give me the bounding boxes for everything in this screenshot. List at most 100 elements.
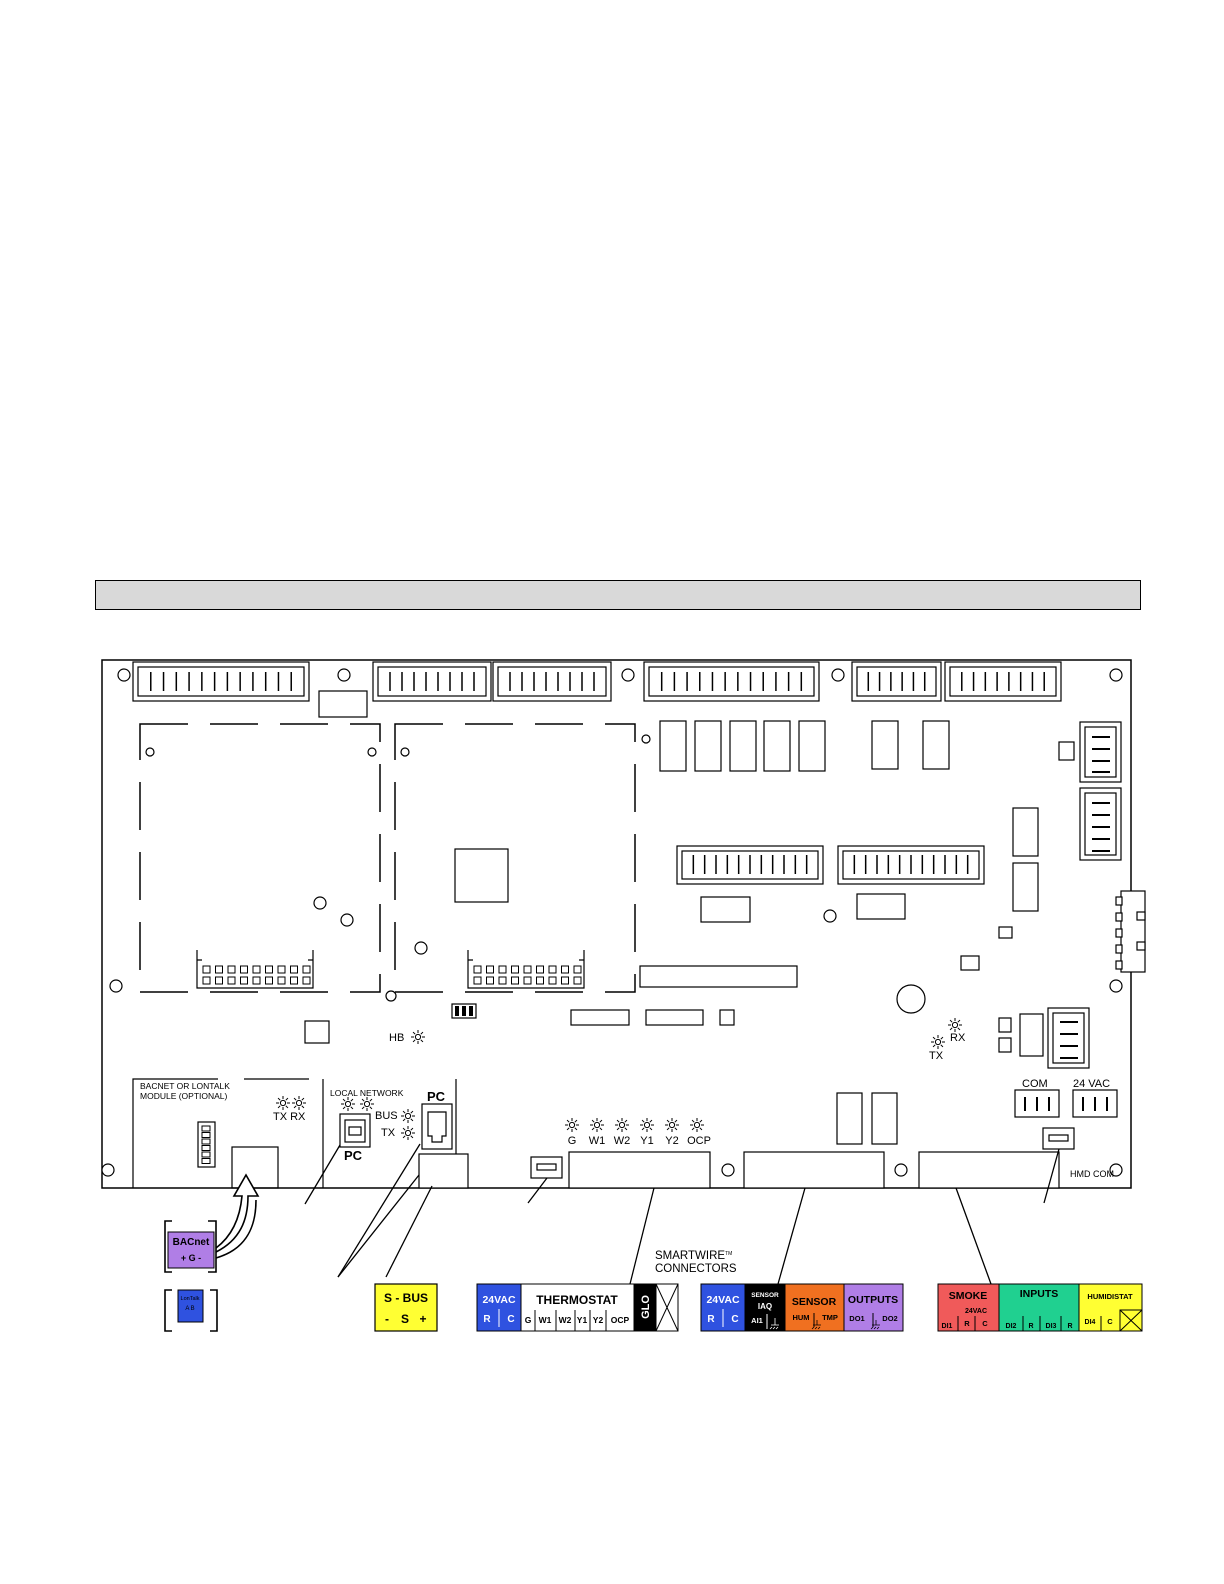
module-pin (201, 1145, 211, 1151)
ribbon-header-pins (202, 965, 582, 985)
header-pin (302, 976, 311, 985)
sbus-title: S - BUS (384, 1291, 428, 1305)
lontalk-title: LonTalk (181, 1296, 200, 1302)
iaq-sensor-title: SENSOR (751, 1292, 779, 1299)
smartwire-label-line2: CONNECTORS (655, 1263, 737, 1275)
led-icon (665, 1118, 679, 1132)
header-pin (227, 965, 236, 974)
led-icon (276, 1096, 290, 1110)
lontalk-pins: A B (185, 1306, 194, 1312)
led-icon (401, 1109, 415, 1123)
inputs-title: INPUTS (1020, 1288, 1059, 1300)
led-icon (615, 1118, 629, 1132)
sbus-pin-minus: - (385, 1312, 389, 1326)
bacnet-header-pins (201, 1125, 211, 1164)
led-icon (690, 1118, 704, 1132)
header-pin (277, 976, 286, 985)
header-pin (265, 976, 273, 985)
bacnet-pins: + G - (181, 1253, 201, 1263)
header-pin (536, 976, 544, 985)
bacnet-bracket (164, 1220, 217, 1273)
header-pin (561, 976, 569, 985)
sbus-connector (374, 1283, 438, 1332)
led-icon (565, 1118, 579, 1132)
inputs-pin-r2: R (1067, 1323, 1072, 1330)
header-pin (523, 965, 532, 974)
right-connector-pins (1060, 736, 1110, 1059)
sbus-pin-plus: + (419, 1312, 426, 1326)
header-pin (202, 965, 211, 974)
rj-pc-label: PC (427, 1089, 446, 1104)
mid-terminal-pins (692, 855, 969, 874)
smoke-pin-c: C (982, 1319, 988, 1328)
outputs-title: OUTPUTS (848, 1294, 898, 1306)
smoke-pin-di1: DI1 (942, 1323, 953, 1330)
thermostat-connector (476, 1283, 679, 1332)
hmd-jumper (1042, 1127, 1075, 1150)
led-icon (931, 1035, 945, 1049)
humidistat-title: HUMIDISTAT (1087, 1292, 1133, 1301)
usb-pc-port[interactable] (339, 1113, 371, 1148)
thermostat-power-pin-r: R (483, 1314, 491, 1325)
header-pin (511, 976, 519, 985)
jumper-left (530, 1156, 563, 1179)
smartwire-board-connectors (568, 1151, 1060, 1189)
sensor-pin-tmp: TMP (822, 1313, 838, 1322)
sensor-power-pin-r: R (707, 1314, 715, 1325)
led-indicators (276, 1018, 962, 1140)
led-label-w1: W1 (589, 1135, 606, 1147)
module-pin (201, 1125, 211, 1132)
thermostat-pin-ocp: OCP (611, 1315, 630, 1325)
inputs-pin-di3: DI3 (1046, 1323, 1057, 1330)
thermostat-power-pin-c: C (507, 1314, 514, 1325)
bacnet-module-label-2: MODULE (OPTIONAL) (140, 1091, 228, 1101)
sensor-title: SENSOR (792, 1296, 837, 1308)
board-outline (101, 659, 1132, 1189)
header-pin (215, 965, 223, 974)
thermostat-glo-label: GLO (640, 1295, 652, 1319)
thermostat-pin-g: G (525, 1315, 532, 1325)
header-pin (240, 965, 248, 974)
humidistat-pin-c: C (1107, 1317, 1113, 1326)
lontalk-connector (177, 1289, 204, 1323)
lontalk-bracket (164, 1289, 218, 1332)
outputs-pin-do2: DO2 (882, 1314, 897, 1323)
led-icon (292, 1096, 306, 1110)
thermostat-pin-w2: W2 (559, 1315, 572, 1325)
module-pin (201, 1151, 211, 1158)
header-pin (252, 965, 261, 974)
header-pin (523, 976, 532, 985)
tx-right-label: TX (929, 1050, 944, 1062)
header-pin (265, 965, 273, 974)
smoke-title: SMOKE (949, 1290, 988, 1302)
local-network-label: LOCAL NETWORK (330, 1088, 404, 1098)
led-icon (640, 1118, 654, 1132)
section-header-bar (95, 580, 1141, 610)
bus-label: BUS (375, 1110, 398, 1122)
module-pin (201, 1132, 211, 1138)
iaq-sub-label: IAQ (758, 1302, 772, 1311)
thermostat-pin-y2: Y2 (593, 1315, 604, 1325)
bacnet-title: BACnet (173, 1237, 210, 1248)
inputs-pin-di2: DI2 (1006, 1323, 1017, 1330)
header-pin (548, 965, 557, 974)
smoke-sub-label: 24VAC (965, 1308, 987, 1315)
sensor-connector (700, 1283, 904, 1332)
hmd-com-label: HMD COM (1070, 1169, 1114, 1179)
com-vac-pins (1024, 1097, 1108, 1111)
vac24-label: 24 VAC (1073, 1078, 1110, 1090)
top-terminal-strips (132, 661, 1062, 702)
sbus-board-header (418, 1153, 469, 1189)
inputs-connector (937, 1283, 1143, 1332)
header-pin (498, 976, 507, 985)
trademark-mark: TM (725, 1251, 732, 1257)
led-label-y2: Y2 (665, 1135, 678, 1147)
header-pin (473, 965, 482, 974)
header-pin (290, 965, 298, 974)
thermostat-title: THERMOSTAT (536, 1293, 618, 1307)
header-pin (290, 976, 298, 985)
rj-pc-port[interactable] (421, 1103, 453, 1150)
